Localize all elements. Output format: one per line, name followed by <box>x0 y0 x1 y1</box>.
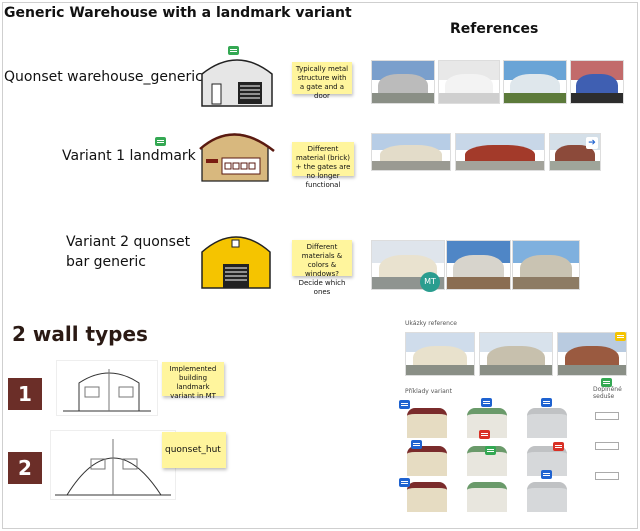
panel-variants-label: Příklady variant <box>405 388 452 395</box>
comment-blue-icon[interactable] <box>541 470 552 479</box>
note-wall-type-2[interactable]: quonset_hut <box>162 432 226 468</box>
wall-types-title: 2 wall types <box>12 322 148 346</box>
comment-blue-icon[interactable] <box>541 398 552 407</box>
ref-photo-1[interactable] <box>371 60 435 104</box>
panel-photo-2[interactable] <box>479 332 553 376</box>
row-label-generic: Quonset warehouse_generic <box>4 69 203 85</box>
comment-red-icon[interactable] <box>553 442 564 451</box>
note-generic[interactable]: Typically metal structure with a gate an… <box>292 62 352 100</box>
note-bar[interactable]: Different materials & colors & windows? … <box>292 240 352 296</box>
ref-photo-9[interactable] <box>446 240 511 290</box>
variant-hut[interactable] <box>467 482 507 512</box>
arrow-right-icon[interactable]: ➔ <box>586 137 598 149</box>
ref-photo-3[interactable] <box>503 60 567 104</box>
comment-blue-icon[interactable] <box>481 398 492 407</box>
ref-photo-10[interactable] <box>512 240 580 290</box>
ref-photo-5[interactable] <box>371 133 451 171</box>
row-label-bar: Variant 2 quonset bar generic <box>66 234 191 270</box>
references-title: References <box>450 21 539 37</box>
warehouse-generic-drawing[interactable] <box>200 48 275 108</box>
panel-side-label: Doplněné seduše <box>593 386 622 400</box>
side-swatch <box>595 472 619 480</box>
avatar[interactable]: MT <box>420 272 440 292</box>
note-wall-type-1[interactable]: Implemented building landmark variant in… <box>162 362 224 400</box>
row-label-landmark: Variant 1 landmark <box>62 148 196 164</box>
variant-hut[interactable] <box>407 482 447 512</box>
variants-panel: Ukázky reference Příklady variant Doplně… <box>393 312 633 522</box>
side-swatch <box>595 412 619 420</box>
warehouse-landmark-drawing[interactable] <box>198 125 276 183</box>
comment-yellow-icon[interactable] <box>615 332 626 341</box>
wall-type-1-drawing[interactable] <box>56 360 158 416</box>
wall-type-number-1: 1 <box>8 378 42 410</box>
ref-photo-2[interactable] <box>438 60 500 104</box>
variant-hut[interactable] <box>527 408 567 438</box>
panel-photo-3[interactable] <box>557 332 627 376</box>
wall-type-2-drawing[interactable] <box>50 430 176 500</box>
board-title: Generic Warehouse with a landmark varian… <box>4 5 352 21</box>
variant-hut[interactable] <box>407 446 447 476</box>
warehouse-bar-drawing[interactable] <box>198 228 274 290</box>
wall-type-number-2: 2 <box>8 452 42 484</box>
side-swatch <box>595 442 619 450</box>
variant-hut[interactable] <box>407 408 447 438</box>
panel-ref-label: Ukázky reference <box>405 320 457 327</box>
variant-hut[interactable] <box>527 446 567 476</box>
comment-green-icon[interactable] <box>601 378 612 387</box>
ref-photo-4[interactable] <box>570 60 624 104</box>
comment-red-icon[interactable] <box>479 430 490 439</box>
comment-green-icon[interactable] <box>485 446 496 455</box>
comment-green-icon[interactable] <box>228 46 239 55</box>
comment-blue-icon[interactable] <box>399 400 410 409</box>
comment-green-icon[interactable] <box>155 137 166 146</box>
note-landmark[interactable]: Different material (brick) + the gates a… <box>292 142 354 189</box>
panel-photo-1[interactable] <box>405 332 475 376</box>
ref-photo-6[interactable] <box>455 133 545 171</box>
comment-blue-icon[interactable] <box>411 440 422 449</box>
variant-hut[interactable] <box>527 482 567 512</box>
comment-blue-icon[interactable] <box>399 478 410 487</box>
